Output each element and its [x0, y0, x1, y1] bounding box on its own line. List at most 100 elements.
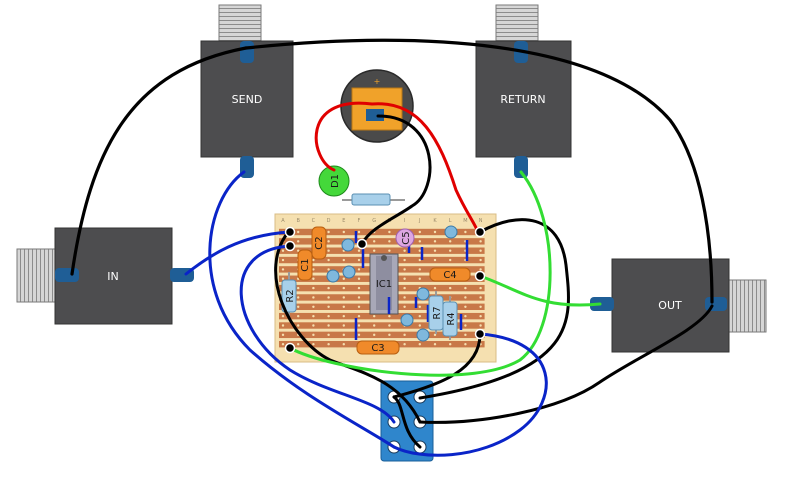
- wire-black-dc-to-board: [360, 114, 432, 246]
- strip-hole: [449, 240, 452, 243]
- c4-label: C4: [443, 270, 456, 281]
- strip-hole: [403, 333, 406, 337]
- strip-hole: [327, 314, 330, 318]
- strip-hole: [418, 324, 421, 327]
- strip-hole: [342, 230, 345, 234]
- strip-hole: [479, 296, 482, 299]
- strip-hole: [418, 268, 421, 271]
- wire-black-in-to-send: [70, 46, 248, 276]
- strip-hole: [281, 258, 285, 262]
- strip-hole: [327, 268, 330, 271]
- strip-hole: [312, 296, 315, 299]
- strip-hole: [388, 249, 391, 252]
- strip-hole: [479, 324, 482, 327]
- capacitor-c5: C5: [395, 228, 415, 248]
- strip-hole: [433, 249, 437, 252]
- strip-hole: [357, 314, 361, 318]
- column-letter: J: [418, 218, 420, 224]
- capacitor-c1: C1: [297, 249, 313, 281]
- board-wire-pads: [284, 226, 486, 354]
- strip-hole: [433, 240, 437, 243]
- return-jack: RETURN: [475, 4, 572, 178]
- column-letter: E: [342, 218, 345, 224]
- strip-hole: [342, 258, 345, 262]
- strip-hole: [342, 296, 345, 299]
- strip-hole: [357, 296, 361, 299]
- d1-label: D1: [330, 174, 341, 188]
- strip-hole: [433, 286, 437, 290]
- strip-hole: [327, 230, 330, 234]
- strip-hole: [464, 314, 467, 318]
- strip-hole: [388, 230, 391, 234]
- strip-hole: [357, 324, 361, 327]
- strip-hole: [327, 305, 330, 308]
- strip-hole: [373, 240, 376, 243]
- strip-hole: [357, 277, 361, 280]
- strip-hole: [449, 343, 452, 346]
- capacitor-c4: C4: [429, 267, 471, 282]
- strip-hole: [373, 333, 376, 337]
- column-letter: N: [479, 218, 483, 224]
- strip-hole: [433, 258, 437, 262]
- ic1-label: IC1: [376, 279, 392, 290]
- column-letter: L: [449, 218, 452, 224]
- strip-hole: [403, 258, 406, 262]
- strip-hole: [403, 249, 406, 252]
- strip-hole: [327, 286, 330, 290]
- resistor-r4: R4: [442, 296, 458, 340]
- strip-hole: [464, 286, 467, 290]
- send-jack: SEND: [200, 4, 294, 178]
- strip-hole: [479, 240, 482, 243]
- strip-hole: [297, 286, 300, 290]
- strip-hole: [479, 305, 482, 308]
- send-lug-top: [240, 41, 254, 63]
- strip-hole: [312, 277, 315, 280]
- strip-hole: [342, 324, 345, 327]
- column-letter: I: [404, 218, 405, 224]
- strip-hole: [418, 249, 421, 252]
- in-jack: IN: [16, 227, 194, 325]
- strip-hole: [297, 314, 300, 318]
- column-letter: B: [296, 218, 300, 224]
- strip-hole: [403, 296, 406, 299]
- strip-hole: [433, 230, 437, 234]
- strip-hole: [297, 324, 300, 327]
- wire-blue-board-to-switch-a: [239, 244, 396, 424]
- strip-hole: [464, 333, 467, 337]
- column-letter: F: [358, 218, 361, 224]
- diode-d1: D1: [318, 165, 405, 206]
- strip-hole: [373, 314, 376, 318]
- strip-hole: [357, 249, 361, 252]
- column-letter: K: [433, 218, 437, 224]
- r4-label: R4: [446, 312, 457, 325]
- resistor-r7: R7: [428, 291, 444, 334]
- strip-hole: [281, 324, 285, 327]
- wire-black-switch-internal: [392, 395, 422, 449]
- strip-hole: [388, 240, 391, 243]
- column-letter: C: [312, 218, 316, 224]
- strip-hole: [464, 230, 467, 234]
- ic1-chip: IC1: [369, 253, 399, 315]
- strip-hole: [312, 324, 315, 327]
- strip-hole: [464, 324, 467, 327]
- strip-hole: [342, 286, 345, 290]
- strip-hole: [327, 333, 330, 337]
- dc-power-jack: +: [340, 69, 414, 143]
- strip-hole: [281, 333, 285, 337]
- strip-hole: [479, 249, 482, 252]
- r7-label: R7: [432, 306, 443, 319]
- strip-hole: [464, 343, 467, 346]
- strip-hole: [297, 249, 300, 252]
- strip-hole: [312, 268, 315, 271]
- strip-hole: [479, 314, 482, 318]
- strip-hole: [297, 230, 300, 234]
- capacitor-c2: C2: [311, 226, 327, 260]
- copper-strip: [279, 322, 485, 329]
- strip-hole: [312, 314, 315, 318]
- copper-strip: [279, 331, 485, 339]
- strip-hole: [464, 296, 467, 299]
- strip-hole: [449, 249, 452, 252]
- strip-hole: [418, 230, 421, 234]
- return-jack-label: RETURN: [500, 93, 545, 106]
